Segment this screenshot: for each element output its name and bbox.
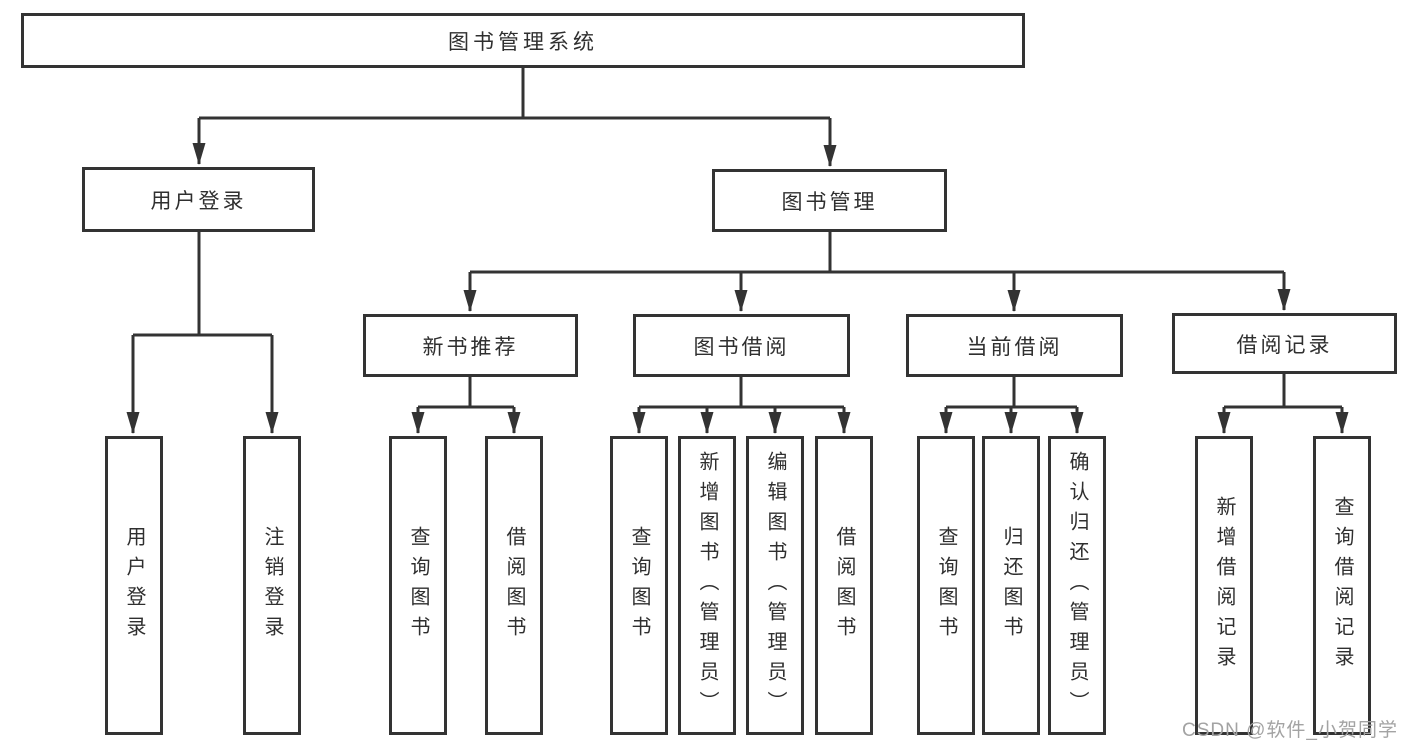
node-label: 查询图书 xyxy=(628,525,650,646)
leaf-borrow-book-2: 借阅图书 xyxy=(815,436,873,735)
node-label: 新增借阅记录 xyxy=(1213,495,1235,676)
node-label: 图书借阅 xyxy=(693,335,790,359)
node-label: 归还图书 xyxy=(1000,525,1022,646)
node-label: 新书推荐 xyxy=(422,335,519,359)
leaf-query-book-2: 查询图书 xyxy=(610,436,668,735)
node-label: 查询借阅记录 xyxy=(1331,495,1353,676)
leaf-confirm-return-admin: 确认归还（管理员） xyxy=(1048,436,1106,735)
node-label: 借阅图书 xyxy=(503,525,525,646)
node-current-borrow: 当前借阅 xyxy=(906,314,1123,377)
leaf-edit-book-admin: 编辑图书（管理员） xyxy=(746,436,804,735)
leaf-return-book: 归还图书 xyxy=(982,436,1040,735)
leaf-borrow-book-1: 借阅图书 xyxy=(485,436,543,735)
node-label: 图书管理 xyxy=(781,190,878,214)
node-label: 借阅图书 xyxy=(833,525,855,646)
leaf-add-borrow-record: 新增借阅记录 xyxy=(1195,436,1253,735)
leaf-query-book-3: 查询图书 xyxy=(917,436,975,735)
node-new-book-recommend: 新书推荐 xyxy=(363,314,578,377)
leaf-query-borrow-record: 查询借阅记录 xyxy=(1313,436,1371,735)
leaf-user-login: 用户登录 xyxy=(105,436,163,735)
node-book-management: 图书管理 xyxy=(712,169,947,232)
node-label: 借阅记录 xyxy=(1236,333,1333,357)
node-label: 编辑图书（管理员） xyxy=(764,450,786,721)
leaf-query-book-1: 查询图书 xyxy=(389,436,447,735)
csdn-watermark: CSDN @软件_小贺同学 xyxy=(1182,720,1398,741)
leaf-logout: 注销登录 xyxy=(243,436,301,735)
node-label: 图书管理系统 xyxy=(448,30,598,54)
node-label: 查询图书 xyxy=(407,525,429,646)
node-label: 新增图书（管理员） xyxy=(696,450,718,721)
node-user-login: 用户登录 xyxy=(82,167,315,232)
node-label: 确认归还（管理员） xyxy=(1066,450,1088,721)
node-label: 用户登录 xyxy=(150,189,247,213)
leaf-add-book-admin: 新增图书（管理员） xyxy=(678,436,736,735)
tree-arrow-lines xyxy=(126,118,1349,434)
node-borrow-record: 借阅记录 xyxy=(1172,313,1397,374)
node-label: 查询图书 xyxy=(935,525,957,646)
node-label: 用户登录 xyxy=(123,525,145,646)
node-book-borrow: 图书借阅 xyxy=(633,314,850,377)
node-library-system: 图书管理系统 xyxy=(21,13,1025,68)
node-label: 当前借阅 xyxy=(966,335,1063,359)
node-label: 注销登录 xyxy=(261,525,283,646)
